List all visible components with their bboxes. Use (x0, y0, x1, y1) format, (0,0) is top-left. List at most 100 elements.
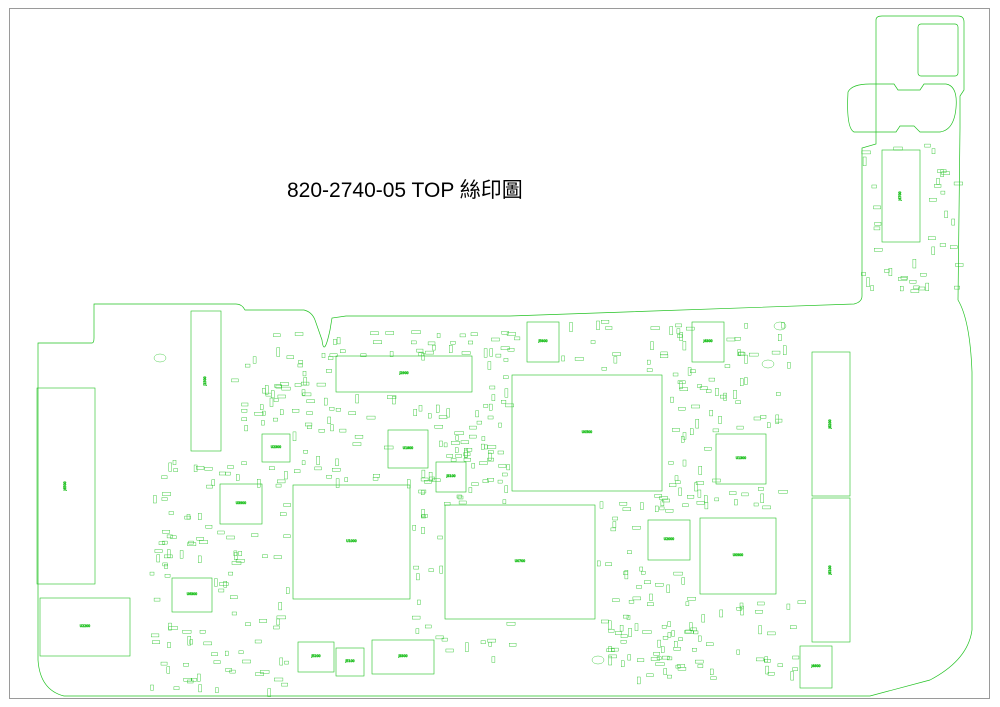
passive-component (506, 622, 516, 626)
passive-component (744, 323, 748, 329)
passive-component (275, 384, 282, 389)
passive-component (229, 595, 238, 599)
passive-component (632, 596, 641, 601)
passive-component (344, 477, 348, 482)
passive-component (366, 415, 376, 420)
passive-component (475, 410, 479, 418)
passive-component (608, 646, 612, 653)
passive-component (622, 507, 632, 511)
passive-component (601, 367, 607, 371)
passive-component (487, 445, 497, 449)
svg-text:U2200: U2200 (80, 624, 90, 628)
passive-component (421, 490, 425, 495)
passive-component (940, 169, 944, 177)
passive-component (286, 587, 290, 594)
passive-component (624, 570, 629, 580)
passive-component (924, 143, 931, 148)
passive-component (407, 479, 411, 489)
passive-component (767, 422, 771, 428)
passive-component (316, 456, 320, 465)
passive-component (873, 205, 881, 210)
passive-component (413, 409, 417, 417)
board-outline (37, 15, 973, 697)
passive-component (189, 639, 194, 645)
passive-component (385, 331, 395, 335)
passive-component (481, 443, 485, 450)
passive-component (463, 452, 471, 456)
passive-component (861, 272, 866, 276)
passive-component (628, 600, 635, 604)
passive-component (910, 289, 920, 293)
passive-component (955, 263, 964, 267)
passive-component (281, 682, 288, 687)
passive-component (187, 636, 192, 646)
passive-component (269, 397, 274, 407)
passive-component (301, 389, 306, 396)
passive-component (650, 341, 654, 350)
passive-component (862, 156, 867, 166)
passive-component (469, 425, 477, 430)
passive-component (755, 610, 763, 614)
passive-component (667, 621, 671, 627)
board-outline-path (37, 15, 973, 697)
passive-component (284, 471, 288, 480)
passive-component (418, 489, 427, 494)
passive-component (954, 285, 960, 290)
passive-component (420, 477, 429, 482)
passive-component (303, 377, 307, 386)
passive-component (218, 588, 225, 593)
passive-component (687, 495, 695, 499)
passive-component (307, 425, 312, 429)
passive-component (161, 497, 168, 501)
passive-component (389, 351, 394, 357)
passive-component (324, 397, 328, 406)
passive-component (654, 494, 662, 498)
passive-component (944, 210, 948, 218)
passive-component (931, 246, 935, 255)
component-j4500: J4500 (36, 387, 96, 585)
passive-component (244, 363, 251, 368)
component-u1800: U1800 (387, 429, 429, 469)
passive-component (421, 527, 425, 534)
passive-component (421, 469, 426, 478)
passive-component (487, 457, 495, 462)
passive-component (642, 630, 652, 634)
passive-component (164, 564, 168, 569)
passive-component (206, 484, 213, 489)
passive-component (489, 348, 493, 357)
passive-component (667, 632, 672, 638)
passive-component (673, 647, 681, 651)
passive-component (737, 349, 741, 356)
passive-component (569, 322, 573, 332)
passive-component (196, 466, 205, 470)
component-u2300: U2300 (261, 433, 291, 463)
passive-component (913, 285, 920, 290)
passive-component (601, 320, 610, 324)
svg-text:U1300: U1300 (736, 456, 746, 460)
component-j1500: J1500 (190, 310, 222, 452)
passive-component (279, 657, 283, 666)
passive-component (778, 334, 782, 342)
passive-component (678, 637, 683, 641)
component-u0500: U0500 (511, 374, 663, 492)
passive-component (219, 582, 229, 586)
passive-component (370, 331, 379, 335)
passive-component (211, 652, 218, 656)
passive-component (738, 352, 746, 356)
passive-component (690, 428, 694, 436)
passive-component (620, 640, 627, 644)
passive-component (466, 448, 473, 452)
passive-component (292, 431, 297, 441)
passive-component (167, 549, 171, 558)
passive-component (778, 490, 788, 494)
passive-component (483, 348, 488, 358)
passive-component (454, 431, 464, 435)
passive-component (792, 655, 800, 660)
passive-component (179, 550, 184, 559)
passive-component (455, 454, 462, 458)
component-u6300: U6300 (171, 577, 213, 613)
passive-component (888, 268, 893, 276)
passive-component (641, 571, 646, 575)
passive-component (428, 472, 433, 482)
svg-text:J3100: J3100 (445, 474, 455, 478)
